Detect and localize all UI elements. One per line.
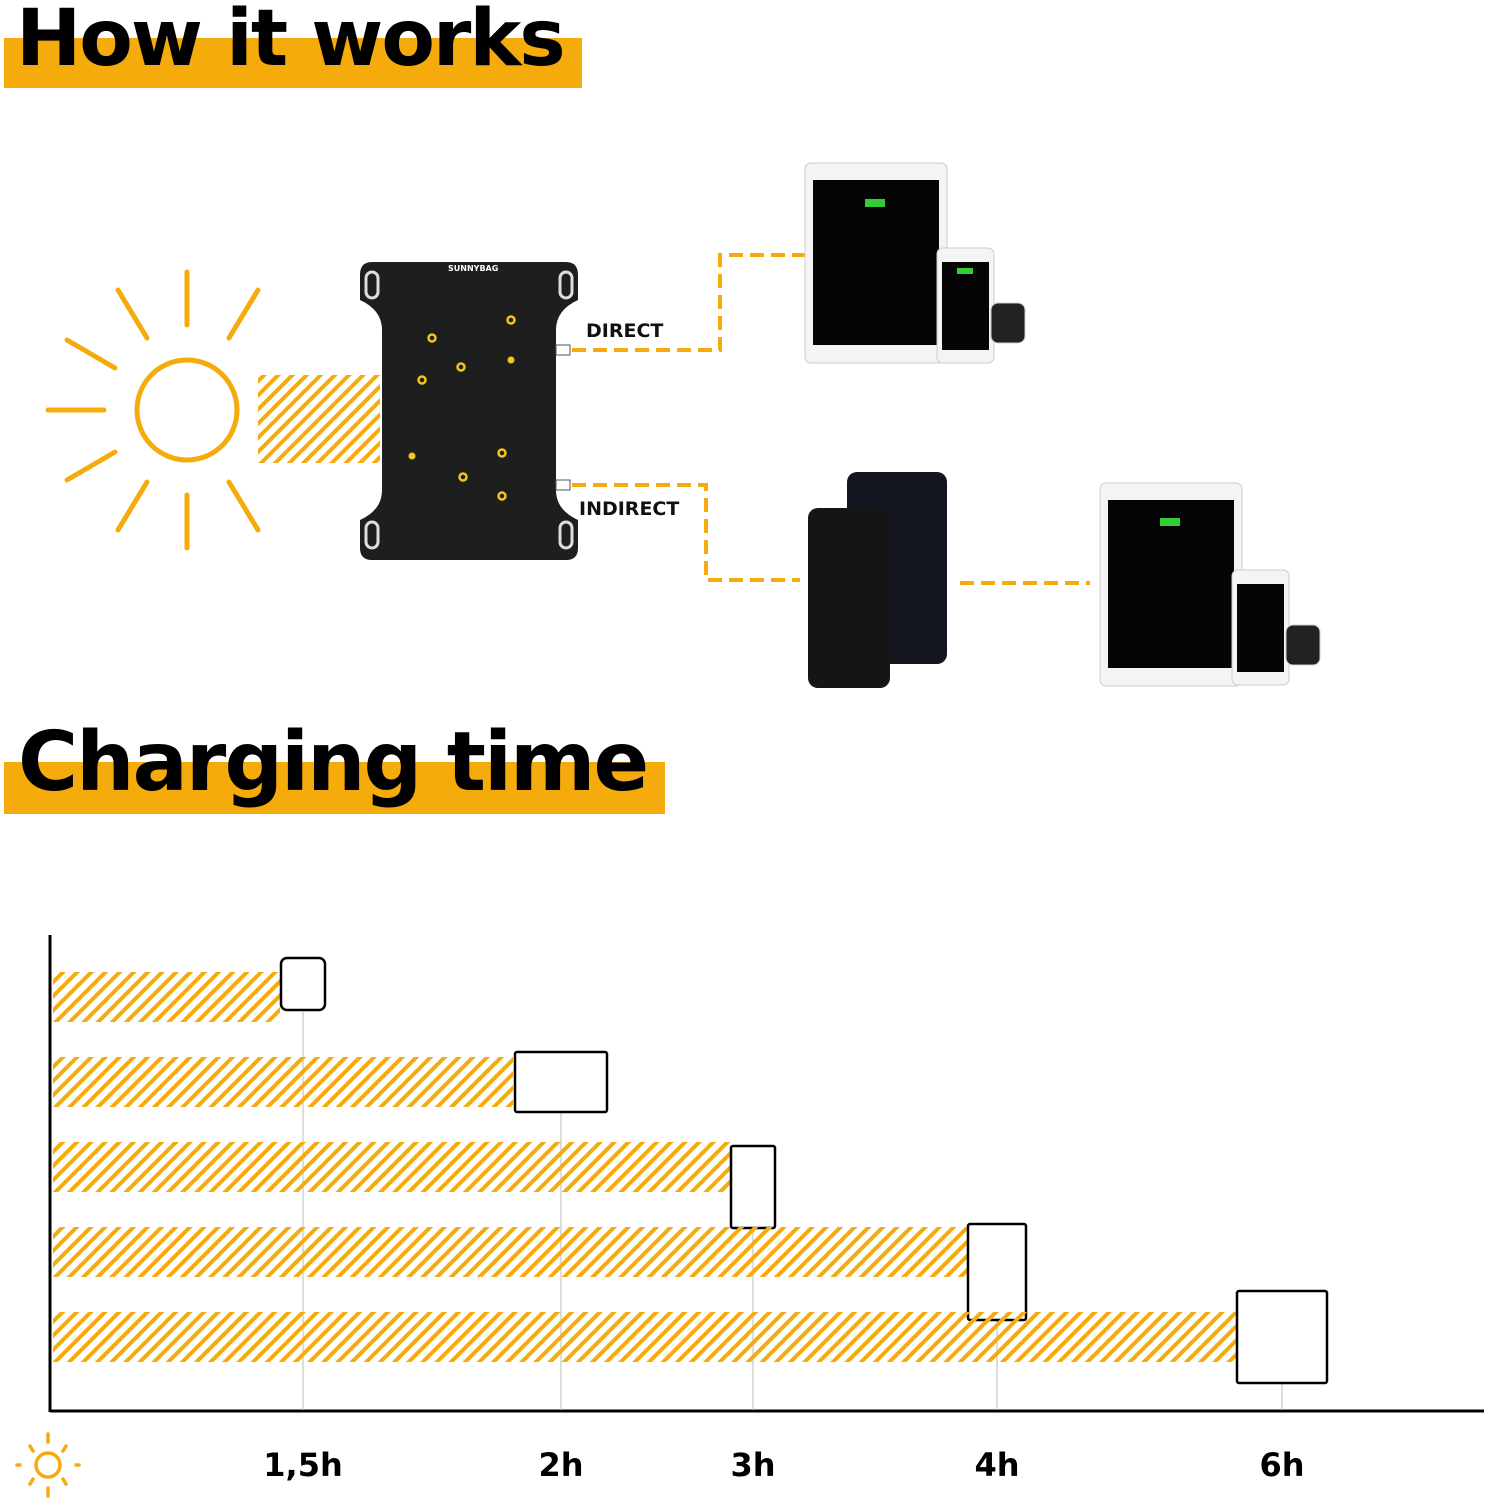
devices-direct <box>804 162 1026 364</box>
tick-label: 4h <box>974 1446 1020 1484</box>
charging-time-heading: Charging time <box>4 722 666 814</box>
tick-label: 2h <box>538 1446 584 1484</box>
bar-smartwatch <box>53 972 280 1022</box>
bar-drone <box>53 1312 1240 1362</box>
solar-panel <box>360 262 578 560</box>
direct-label: DIRECT <box>586 320 664 342</box>
brand-logo-text: SUNNYBAG <box>448 264 499 273</box>
devices-indirect <box>1099 482 1321 687</box>
sun-axis-icon <box>15 1432 81 1498</box>
sun-icon <box>45 269 261 551</box>
tablet-icon <box>966 1222 1028 1322</box>
how-it-works-heading: How it works <box>4 0 582 88</box>
action-camera-icon <box>513 1050 609 1114</box>
heading-text: Charging time <box>18 715 649 810</box>
tick-label: 1,5h <box>263 1446 343 1484</box>
tick-label: 6h <box>1259 1446 1305 1484</box>
drone-icon <box>1235 1289 1329 1385</box>
smartphone-icon <box>729 1144 777 1230</box>
indirect-label: INDIRECT <box>579 498 680 520</box>
bar-action-camera <box>53 1057 513 1107</box>
power-bank <box>808 472 947 688</box>
sunlight-hatch <box>258 375 380 463</box>
cables <box>572 253 1090 585</box>
bar-smartphone <box>53 1142 730 1192</box>
tick-label: 3h <box>730 1446 776 1484</box>
smartwatch-icon <box>279 956 327 1012</box>
bar-tablet <box>53 1227 968 1277</box>
heading-text: How it works <box>16 0 566 84</box>
charging-time-chart <box>48 935 1484 1413</box>
